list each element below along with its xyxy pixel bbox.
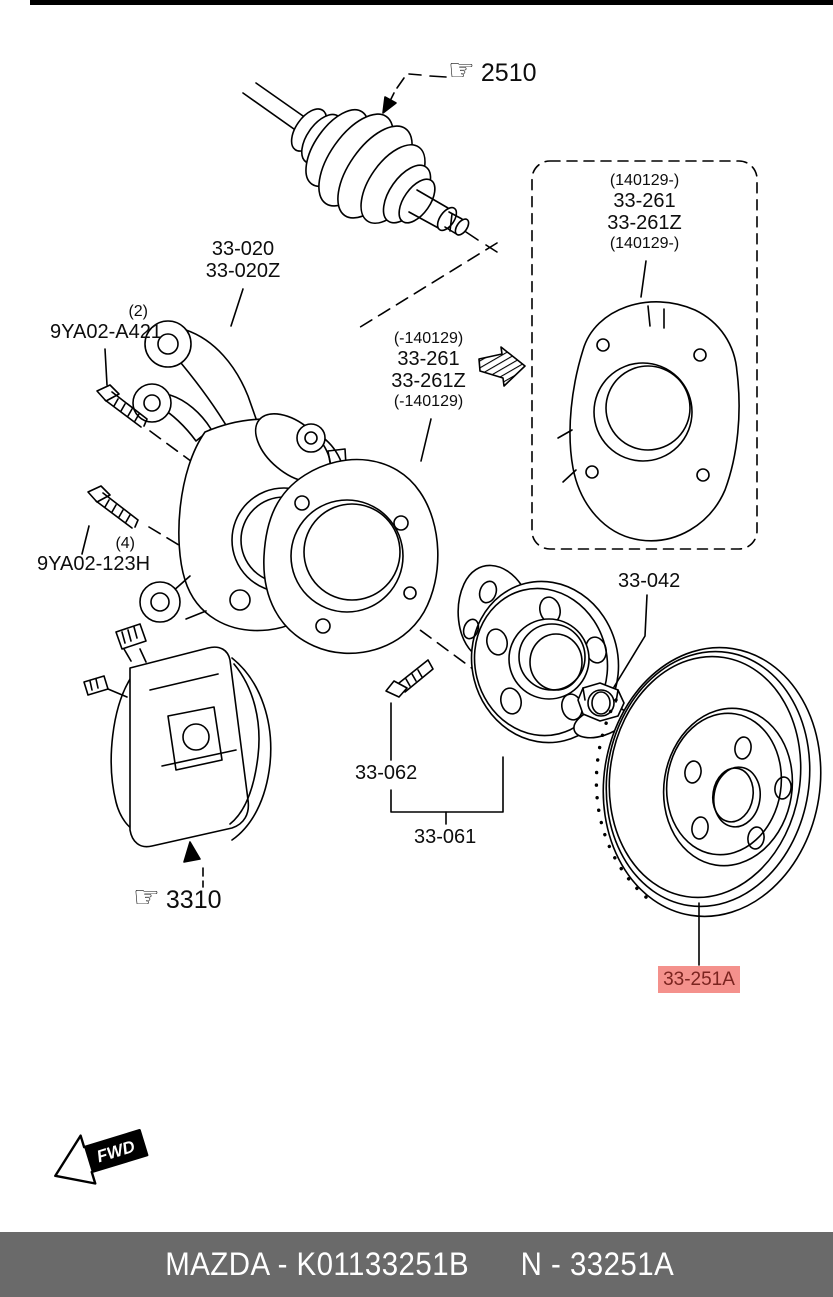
shield-early-part-number: 33-261 [397,347,460,370]
splash-shield-late-drawing [557,260,740,542]
brake-rotor-drawing [594,646,822,966]
shield-late-part-number: 33-261 [613,189,676,212]
fwd-arrow: FWD [54,1129,149,1185]
callout-bolt-upper: (2) 9YA02-A421 [50,303,162,343]
supersession-arrow [478,346,526,387]
caliper-ref-number: 3310 [165,885,222,914]
update-box [531,160,758,550]
splash-shield-early-drawing [263,418,439,655]
shield-late-part-number-z: 33-261Z [607,212,682,235]
callout-hub: 33-061 [414,826,477,848]
callout-shield-late: (140129-) 33-261 33-261Z (140129-) [596,172,693,253]
shield-late-range-top: (140129-) [609,172,680,189]
bolt-upper-part-number: 9YA02-A421 [50,320,162,343]
knuckle-part-number-z: 33-020Z [205,260,281,283]
shield-early-range-top: (-140129) [393,330,464,347]
callout-knuckle: 33-020 33-020Z [195,238,291,283]
hub-bolt-drawing [385,659,434,761]
bolt-lower-part-number: 9YA02-123H [37,552,151,575]
bolt-upper-qty: (2) [128,303,148,320]
callout-shield-early: (-140129) 33-261 33-261Z (-140129) [381,330,476,411]
axle-leader-line [382,73,498,253]
callout-axle: ☞ 2510 [448,54,537,88]
shield-early-part-number-z: 33-261Z [391,370,466,393]
callout-hub-bolt: 33-062 [355,762,418,784]
footer-part-number: N - 33251A [520,1246,675,1282]
shield-early-range-bottom: (-140129) [393,392,464,410]
bolt-lower-qty: (4) [115,535,135,552]
callout-caliper: ☞ 3310 [133,881,222,915]
drive-axle-drawing [242,82,470,236]
axle-ref-number: 2510 [480,58,537,87]
bolt-9ya02-123h-drawing [81,485,139,555]
knuckle-part-number: 33-020 [211,238,275,260]
footer-bar: MAZDA - K01133251B N - 33251A [0,1232,833,1297]
callout-bolt-lower: (4) 9YA02-123H [37,535,151,575]
shield-late-range-bottom: (140129-) [609,234,680,252]
page-top-border [30,0,833,5]
callout-rotor-highlighted[interactable]: 33-251A [658,966,740,993]
footer-catalog-number: MAZDA - K01133251B [165,1246,470,1282]
pointing-hand-icon: ☞ [133,881,160,914]
pointing-hand-icon: ☞ [448,54,475,87]
callout-nut: 33-042 [618,570,681,592]
bolt-9ya02-a421-drawing [96,348,148,428]
brake-caliper-drawing [83,623,272,888]
hub-bracket-lines [390,756,504,825]
parts-diagram: FWD [54,73,822,1185]
